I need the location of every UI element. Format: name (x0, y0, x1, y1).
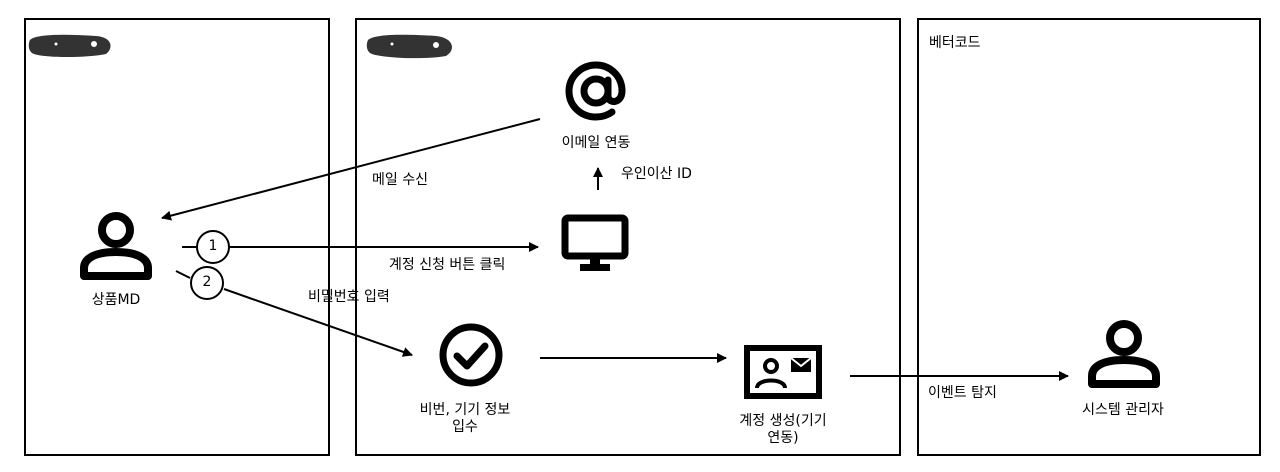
lane-title: 베터코드 (929, 35, 981, 51)
at-sign-icon (565, 61, 626, 121)
user-icon (1088, 320, 1160, 388)
submit-label-line1: 비번, 기기 정보 (419, 402, 511, 418)
user-icon (80, 212, 152, 280)
edge-label-event-detect: 이벤트 탐지 (928, 385, 997, 401)
account-label-line1: 계정 생성(기기 (739, 413, 827, 429)
md-label: 상품MD (91, 292, 141, 308)
check-circle-icon (439, 323, 503, 387)
submit-label: 비번, 기기 정보 입수 (420, 402, 511, 436)
admin-label: 시스템 관리자 (1082, 402, 1164, 418)
step-2-number: 2 (202, 274, 212, 290)
monitor-icon (561, 214, 629, 271)
lane-left (24, 18, 330, 456)
account-label: 계정 생성(기기 연동) (739, 413, 826, 447)
edge-label-mail-receive: 메일 수신 (372, 172, 428, 188)
submit-label-line2: 입수 (452, 419, 478, 435)
account-label-line2: 연동) (767, 430, 799, 446)
edge-label-password-input: 비밀번호 입력 (308, 289, 390, 305)
contact-card-icon (744, 345, 822, 399)
step-1-number: 1 (208, 238, 218, 254)
edge-label-unmanned-id: 우인이산 ID (621, 166, 692, 182)
edge-label-signup-click: 계정 신청 버튼 클릭 (389, 257, 506, 273)
redacted-logo (366, 34, 452, 59)
email-label: 이메일 연동 (561, 135, 631, 151)
redacted-logo (28, 34, 111, 57)
